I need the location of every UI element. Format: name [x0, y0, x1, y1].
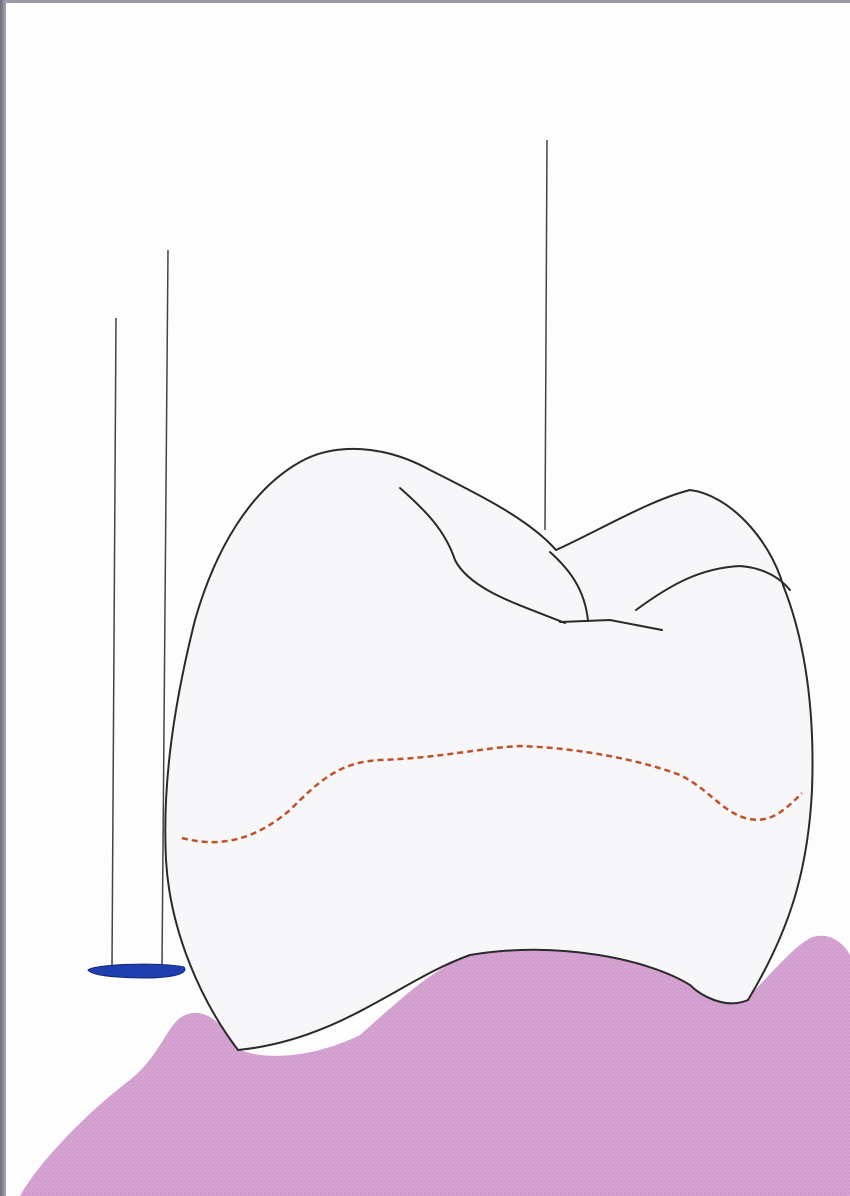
tooth-diagram: [6, 3, 850, 1196]
diagram-page: [6, 3, 850, 1196]
leader-line-3: [545, 140, 547, 530]
periodontal-probe-tip: [88, 964, 185, 978]
leader-line-1: [112, 318, 116, 966]
